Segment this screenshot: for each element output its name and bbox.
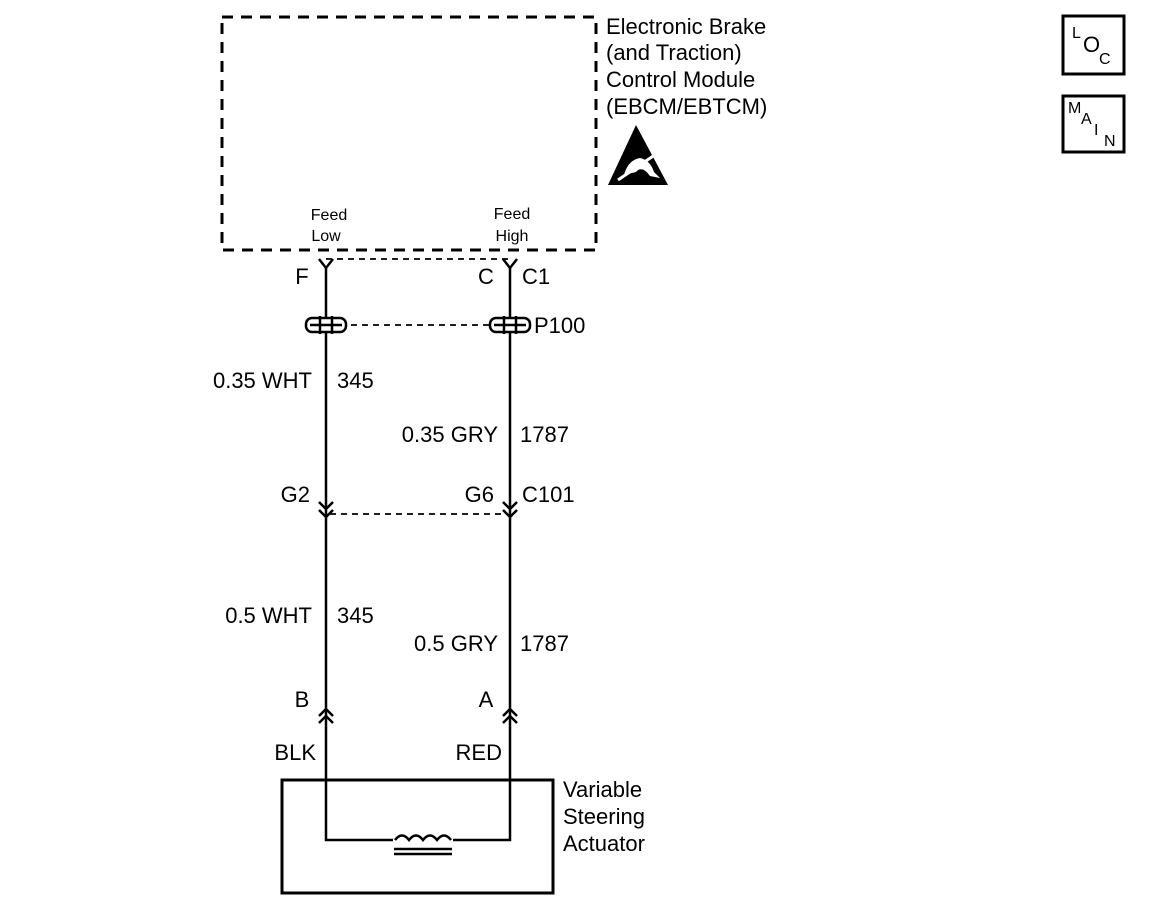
main-letter-m: M bbox=[1068, 100, 1081, 117]
feed-low-label-1: Feed bbox=[311, 207, 347, 224]
loc-letter-l: L bbox=[1072, 25, 1081, 42]
feed-high-label-2: High bbox=[496, 228, 529, 245]
terminal-a bbox=[502, 707, 518, 724]
left-lower-wire-spec: 0.5 WHT bbox=[225, 603, 312, 628]
right-upper-wire-spec: 0.35 GRY bbox=[402, 422, 499, 447]
left-upper-circuit: 345 bbox=[337, 368, 374, 393]
ebcm-title-line-1: Electronic Brake bbox=[606, 14, 766, 39]
p100-grommet-left bbox=[304, 316, 348, 334]
right-wire-color: RED bbox=[456, 740, 502, 765]
actuator-title-line-3: Actuator bbox=[563, 831, 645, 856]
feed-high-label-1: Feed bbox=[494, 206, 530, 223]
esd-warning-icon bbox=[608, 125, 668, 185]
main-letter-a: A bbox=[1081, 111, 1092, 128]
ebcm-title-line-2: (and Traction) bbox=[606, 40, 742, 65]
ebcm-module-box bbox=[220, 15, 598, 252]
ebcm-title: Electronic Brake (and Traction) Control … bbox=[606, 14, 767, 119]
main-button[interactable]: M A I N bbox=[1061, 94, 1126, 154]
pin-c-label: C bbox=[478, 264, 494, 289]
left-lower-circuit: 345 bbox=[337, 603, 374, 628]
left-wire-color: BLK bbox=[274, 740, 316, 765]
terminal-f bbox=[318, 258, 334, 271]
main-letter-n: N bbox=[1104, 133, 1116, 150]
terminal-c bbox=[502, 258, 518, 271]
feed-low-label-2: Low bbox=[311, 228, 341, 245]
terminal-b bbox=[318, 707, 334, 724]
ebcm-title-line-4: (EBCM/EBTCM) bbox=[606, 94, 767, 119]
c101-terminal-right bbox=[502, 501, 518, 519]
pin-b-label: B bbox=[295, 687, 310, 712]
ebcm-title-line-3: Control Module bbox=[606, 67, 755, 92]
actuator-title-line-1: Variable bbox=[563, 777, 642, 802]
coil-icon bbox=[393, 832, 453, 856]
actuator-title-line-2: Steering bbox=[563, 804, 645, 829]
c1-label: C1 bbox=[522, 264, 550, 289]
loc-letter-c: C bbox=[1099, 51, 1111, 68]
p100-label: P100 bbox=[534, 313, 585, 338]
right-lower-circuit: 1787 bbox=[520, 631, 569, 656]
g6-label: G6 bbox=[465, 482, 494, 507]
left-upper-wire-spec: 0.35 WHT bbox=[213, 368, 312, 393]
p100-grommet-right bbox=[488, 316, 532, 334]
loc-button[interactable]: L O C bbox=[1061, 14, 1126, 76]
main-letter-i: I bbox=[1094, 122, 1098, 139]
actuator-title: Variable Steering Actuator bbox=[563, 777, 645, 856]
pin-f-label: F bbox=[295, 264, 308, 289]
c101-terminal-left bbox=[318, 501, 334, 519]
loc-letter-o: O bbox=[1083, 32, 1100, 57]
right-upper-circuit: 1787 bbox=[520, 422, 569, 447]
g2-label: G2 bbox=[281, 482, 310, 507]
actuator-box bbox=[280, 778, 555, 895]
c101-label: C101 bbox=[522, 482, 575, 507]
right-lower-wire-spec: 0.5 GRY bbox=[414, 631, 498, 656]
pin-a-label: A bbox=[479, 687, 494, 712]
